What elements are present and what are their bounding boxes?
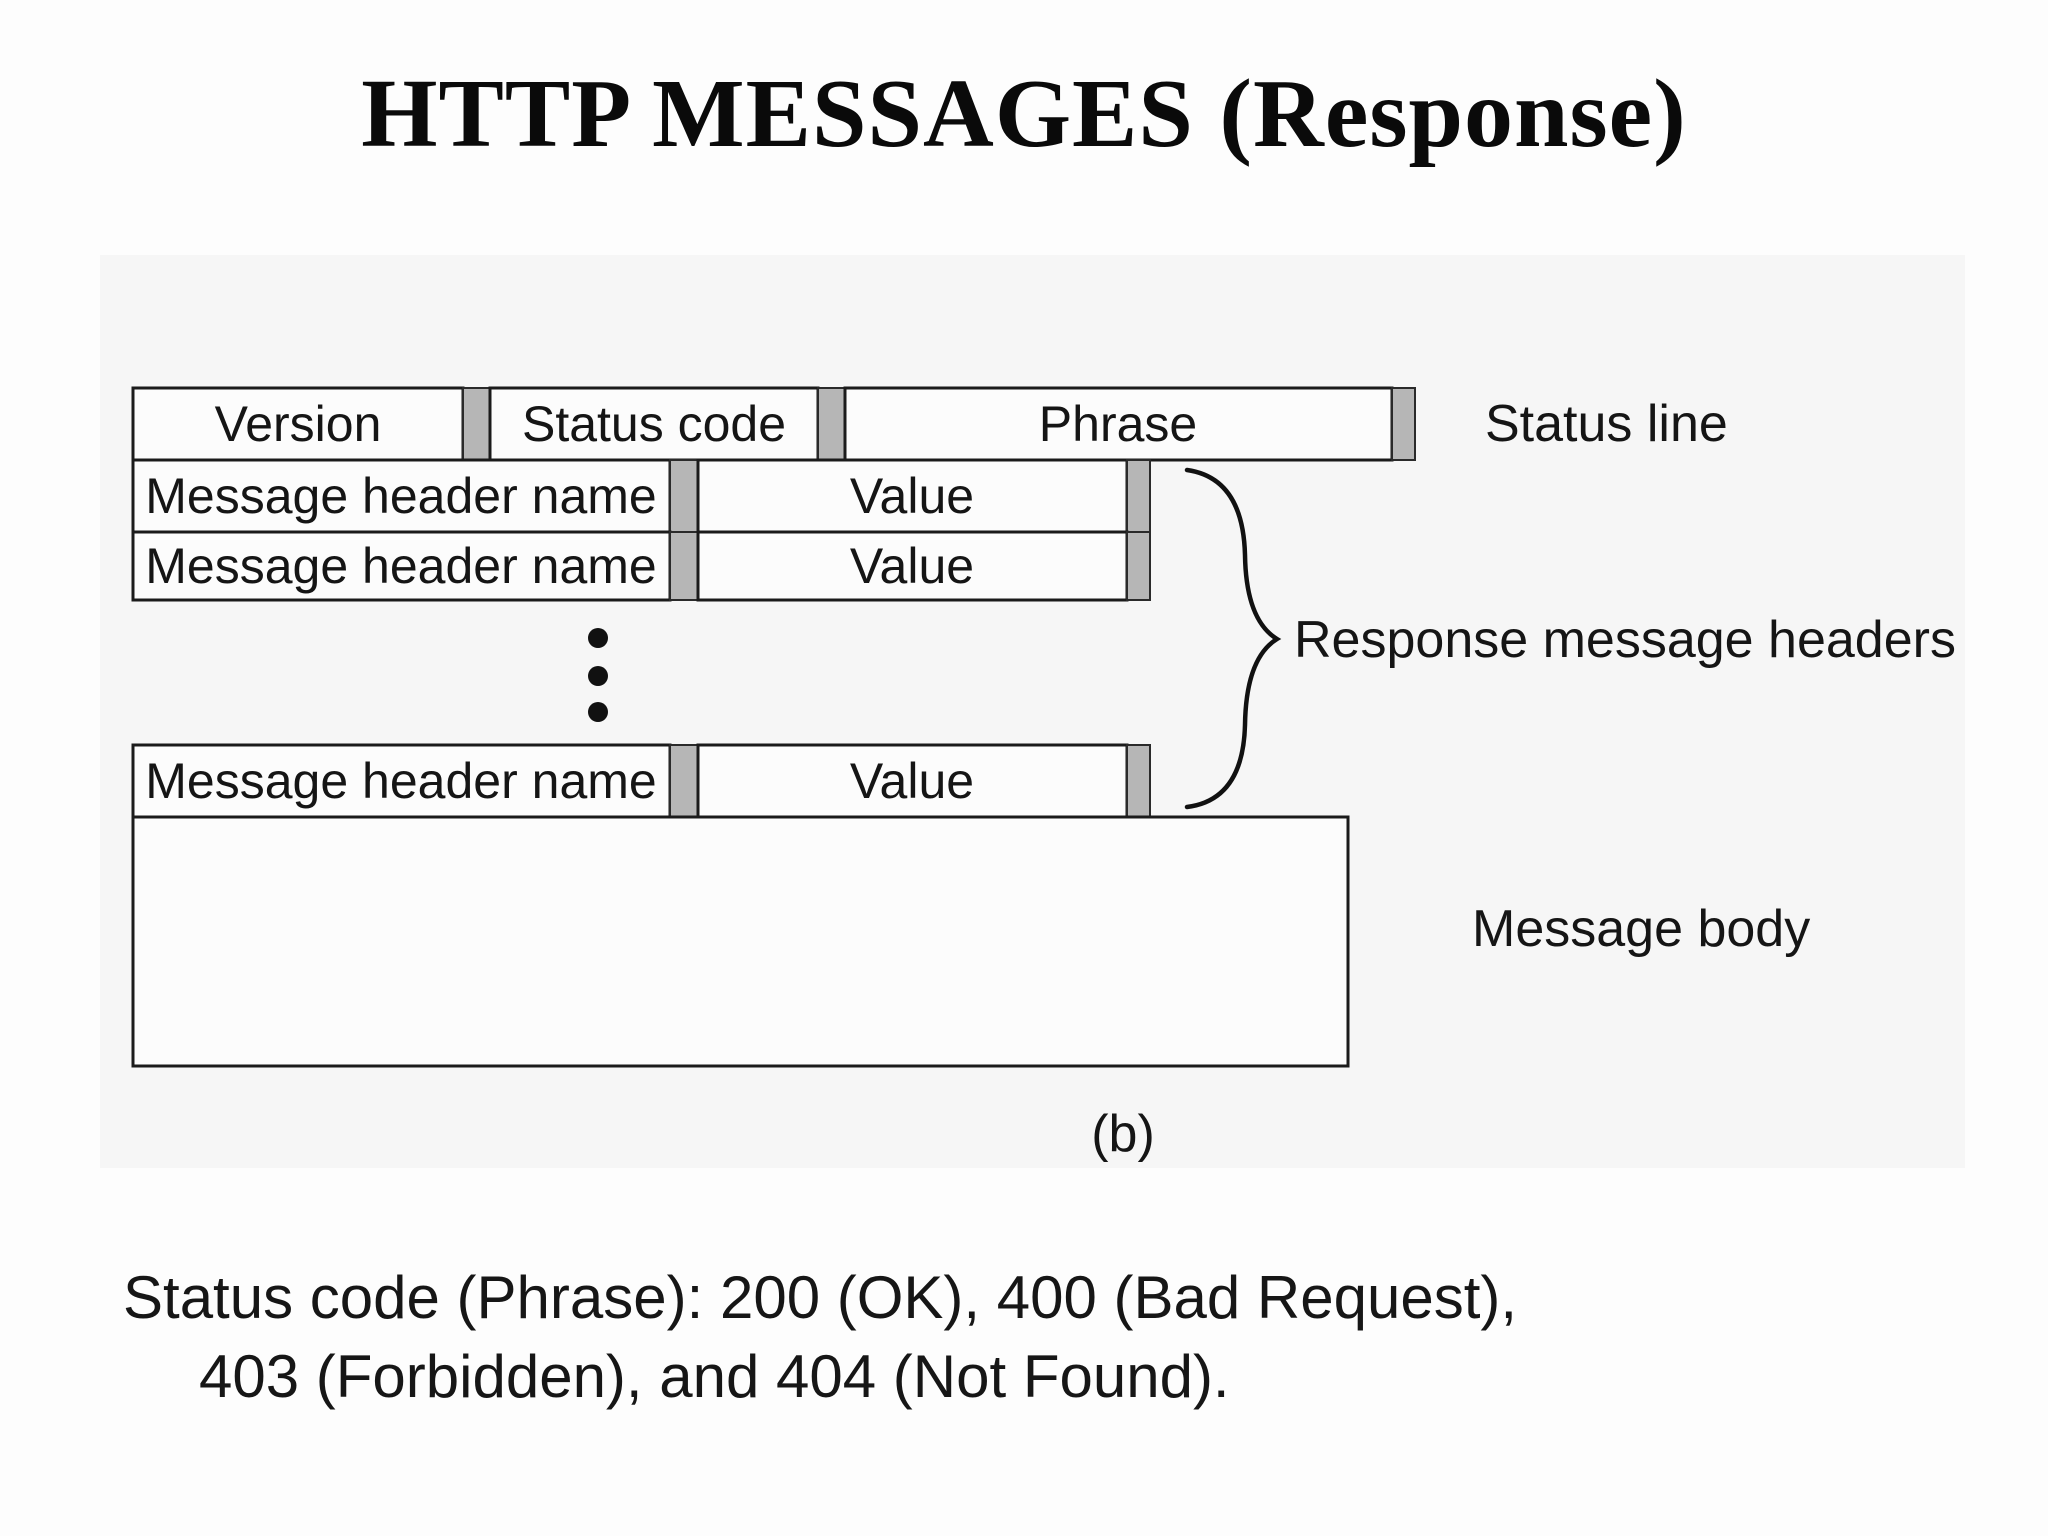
status-code-note-line2: 403 (Forbidden), and 404 (Not Found). <box>199 1343 1230 1410</box>
separator-bar <box>669 744 699 818</box>
phrase-label: Phrase <box>1039 396 1197 452</box>
subfigure-caption: (b) <box>1091 1105 1155 1163</box>
message-body-box <box>131 815 1350 1068</box>
row-end-bar <box>1126 744 1151 818</box>
row-end-bar <box>1126 531 1151 601</box>
phrase-cell <box>843 386 1394 462</box>
ellipsis-dots-icon <box>588 628 608 722</box>
message-header-row: Message header name Value <box>131 743 1151 819</box>
header-value-label: Value <box>850 468 974 524</box>
message-header-row: Message header name Value <box>131 458 1151 534</box>
status-code-note: Status code (Phrase): 200 (OK), 400 (Bad… <box>123 1258 1517 1416</box>
version-label: Version <box>215 396 382 452</box>
status-code-label: Status code <box>522 396 786 452</box>
status-code-note-line1: Status code (Phrase): 200 (OK), 400 (Bad… <box>123 1264 1518 1331</box>
header-value-label: Value <box>850 753 974 809</box>
header-value-cell <box>696 458 1129 534</box>
curly-brace-icon <box>1184 467 1282 810</box>
header-name-cell <box>131 743 672 819</box>
header-name-label: Message header name <box>145 538 656 594</box>
separator-bar <box>817 387 846 461</box>
message-body-annotation: Message body <box>1472 900 1810 958</box>
response-headers-annotation: Response message headers <box>1294 611 1956 669</box>
row-end-bar <box>1391 387 1416 461</box>
header-name-label: Message header name <box>145 753 656 809</box>
separator-bar <box>669 531 699 601</box>
status-line-row: Version Status code Phrase Status line <box>131 386 1728 462</box>
separator-bar <box>462 387 491 461</box>
status-line-annotation: Status line <box>1485 395 1728 453</box>
header-name-label: Message header name <box>145 468 656 524</box>
header-value-label: Value <box>850 538 974 594</box>
row-end-bar <box>1126 459 1151 533</box>
message-header-row: Message header name Value <box>131 530 1151 602</box>
separator-bar <box>669 459 699 533</box>
slide-title: HTTP MESSAGES (Response) <box>361 60 1687 168</box>
